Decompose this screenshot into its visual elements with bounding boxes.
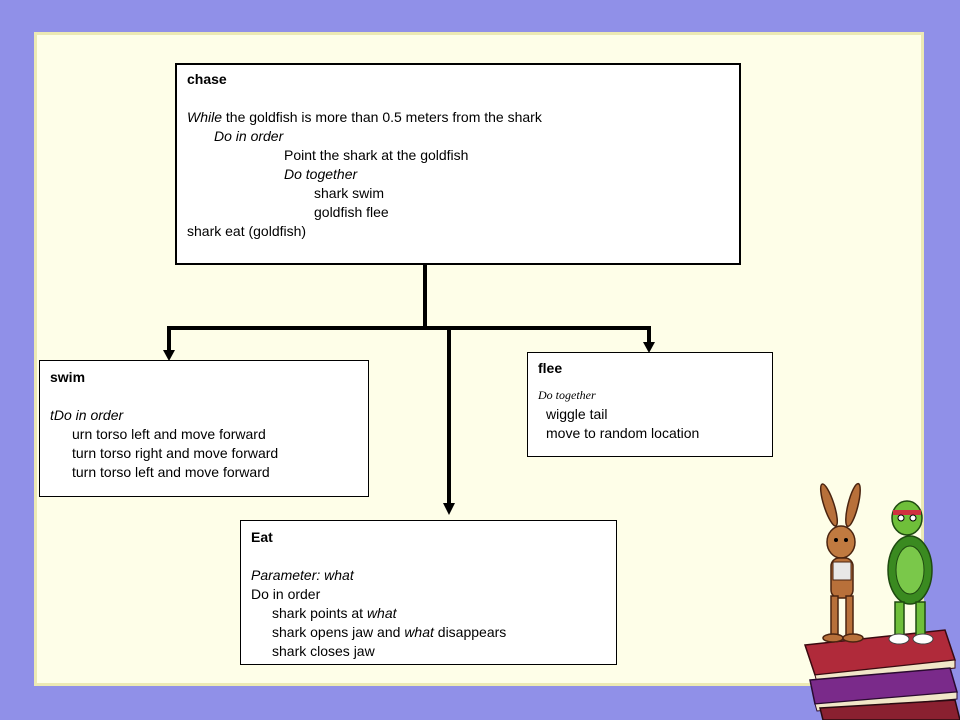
flee-step-1: wiggle tail — [546, 406, 608, 422]
flee-box: flee Do together wiggle tail move to ran… — [527, 352, 773, 457]
chase-box: chase While the goldfish is more than 0.… — [175, 63, 741, 265]
swim-box: swim tDo in order urn torso left and mov… — [39, 360, 369, 497]
swim-do-in-order: tDo in order — [50, 407, 124, 423]
eat-step-3: shark closes jaw — [272, 643, 375, 659]
eat-step-2: shark opens jaw and what disappears — [272, 624, 507, 640]
eat-step-1: shark points at what — [272, 605, 397, 621]
eat-title: Eat — [251, 529, 273, 545]
swim-arrowhead — [163, 350, 175, 361]
flee-arrowhead — [643, 342, 655, 353]
chase-shark-swim: shark swim — [314, 185, 385, 201]
swim-title: swim — [50, 369, 86, 385]
chase-goldfish-flee: goldfish flee — [314, 204, 389, 220]
chase-do-in-order: Do in order — [214, 128, 284, 144]
chase-while-line: While the goldfish is more than 0.5 mete… — [187, 109, 542, 125]
books-characters-illustration — [803, 482, 960, 720]
eat-do-in-order: Do in order — [251, 586, 321, 602]
book-stack-icon — [803, 629, 960, 720]
swim-step-3: turn torso left and move forward — [72, 464, 270, 480]
chase-title: chase — [187, 71, 227, 87]
swim-step-1: urn torso left and move forward — [72, 426, 266, 442]
swim-step-2: turn torso right and move forward — [72, 445, 279, 461]
flee-do-together: Do together — [538, 388, 596, 402]
eat-box: Eat Parameter: what Do in order shark po… — [240, 520, 617, 665]
rabbit-character-icon — [819, 482, 864, 643]
flee-title: flee — [538, 360, 563, 376]
chase-do-together: Do together — [284, 166, 358, 182]
flee-step-2: move to random location — [546, 425, 700, 441]
chase-point-line: Point the shark at the goldfish — [284, 147, 469, 163]
chase-shark-eat: shark eat (goldfish) — [187, 223, 307, 239]
turtle-character-icon — [887, 500, 934, 645]
eat-arrowhead — [443, 503, 455, 515]
eat-parameter: Parameter: what — [251, 567, 354, 583]
